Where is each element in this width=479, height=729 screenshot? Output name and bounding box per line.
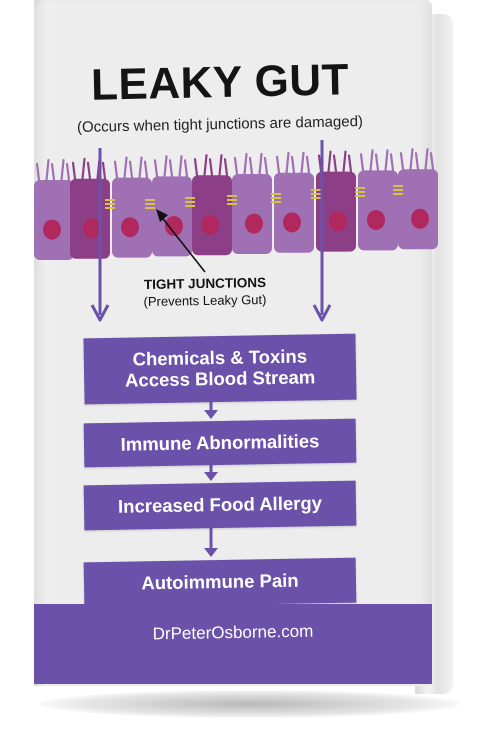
microvillus (248, 156, 254, 176)
microvillus (399, 152, 405, 171)
right-down-arrowhead (312, 304, 332, 322)
microvillus (50, 162, 56, 182)
microvillus (429, 152, 435, 171)
microvillus (86, 161, 92, 180)
cell-row (34, 148, 438, 260)
cell-nucleus (329, 211, 347, 232)
microvillus (128, 160, 134, 179)
microvillus (414, 152, 420, 171)
microvillus (101, 161, 107, 180)
microvillus (183, 159, 189, 178)
junction-pointer-line (159, 214, 206, 273)
microvillus (342, 150, 347, 173)
microvillus (113, 160, 119, 179)
microvillus (218, 154, 223, 177)
cell-nucleus (245, 213, 263, 234)
microvillus (208, 158, 214, 177)
microvillus (60, 158, 65, 182)
cell-nucleus (367, 210, 385, 230)
microvillus (374, 153, 380, 172)
connector-2-arrowhead (204, 472, 218, 481)
step-box-4: Autoimmune Pain (83, 557, 357, 608)
microvillus (409, 148, 414, 171)
connector-1-arrowhead (204, 410, 218, 419)
junction-pointer-arrowhead (156, 209, 168, 222)
microvillus (305, 155, 311, 174)
microvillus (290, 155, 296, 174)
microvillus (223, 158, 229, 177)
step-2-label: Immune Abnormalities (120, 429, 320, 455)
cell-nucleus (43, 219, 61, 240)
junction-sublabel: (Prevents Leaky Gut) (143, 291, 267, 310)
microvillus (369, 149, 374, 172)
microvillus (71, 161, 77, 180)
microvillus (233, 156, 239, 176)
microvillus (263, 156, 269, 176)
microvillus (332, 154, 338, 173)
microvillus (65, 162, 71, 182)
microvillus (45, 158, 50, 182)
book-shadow (40, 690, 460, 718)
microvillus (123, 156, 128, 179)
microvillus (359, 153, 365, 172)
cover-footer-band (34, 604, 432, 684)
cell-nucleus (283, 212, 301, 233)
step-box-1: Chemicals & Toxins Access Blood Stream (83, 333, 357, 405)
step-box-3: Increased Food Allergy (83, 480, 357, 531)
microvillus (138, 156, 143, 179)
cell-nucleus (121, 217, 139, 238)
cell-nucleus (83, 218, 101, 239)
microvillus (275, 155, 281, 174)
microvillus (285, 151, 290, 174)
microvillus (300, 151, 305, 174)
left-down-arrowhead (90, 304, 110, 322)
microvillus (243, 152, 248, 176)
microvillus (153, 159, 159, 178)
microvillus (203, 154, 208, 177)
step-1-line-2: Access Blood Stream (124, 366, 316, 391)
step-4-label: Autoimmune Pain (141, 569, 299, 594)
step-box-2: Immune Abnormalities (83, 418, 357, 468)
microvillus (178, 155, 183, 178)
microvillus (193, 158, 199, 177)
microvillus (258, 152, 263, 176)
microvillus (389, 153, 395, 172)
microvillus (384, 149, 389, 172)
microvillus (327, 150, 332, 173)
step-3-label: Increased Food Allergy (117, 492, 323, 517)
microvillus (163, 155, 168, 178)
cell-nucleus (411, 208, 429, 229)
junction-label: TIGHT JUNCTIONS (143, 274, 267, 293)
cell-nucleus (165, 216, 183, 236)
microvillus (347, 154, 353, 173)
microvillus (35, 162, 41, 182)
cell-nucleus (201, 214, 219, 235)
connector-3-arrowhead (204, 548, 218, 557)
microvillus (143, 160, 149, 179)
microvillus (81, 157, 86, 180)
microvillus (168, 159, 174, 178)
microvillus (424, 148, 429, 171)
